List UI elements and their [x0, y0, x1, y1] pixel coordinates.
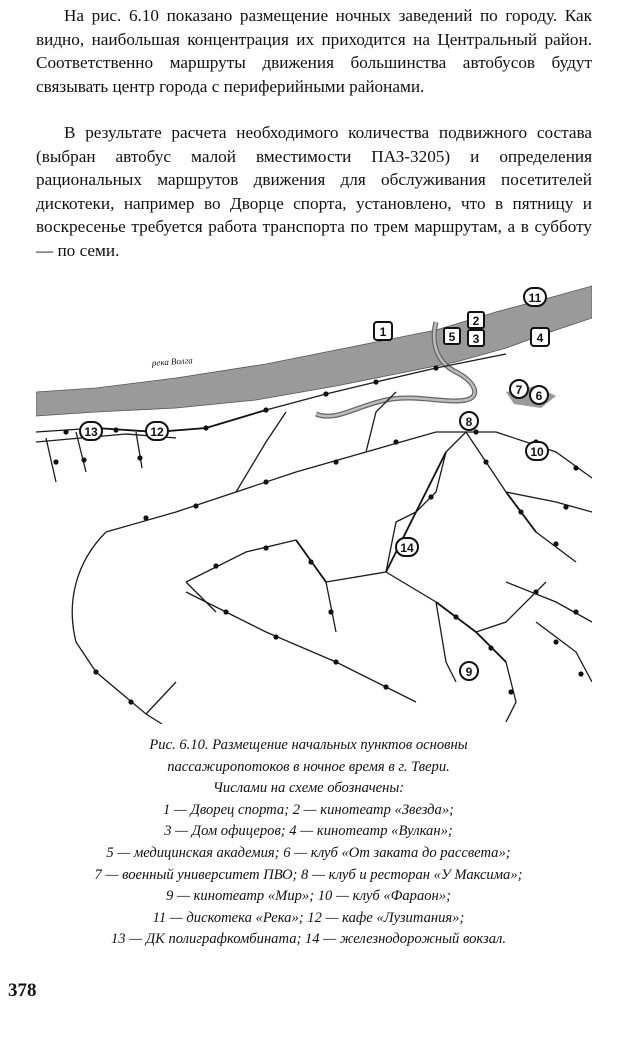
- marker-3: 3: [467, 329, 485, 347]
- svg-text:6: 6: [536, 389, 543, 403]
- volga-river: [36, 285, 592, 417]
- svg-text:14: 14: [400, 541, 414, 555]
- paragraph-2: В результате расчета необходимого количе…: [36, 121, 592, 263]
- marker-13: 13: [79, 421, 103, 441]
- svg-text:12: 12: [150, 425, 164, 439]
- caption-line: 11 — дискотека «Река»; 12 — кафе «Лузита…: [152, 909, 465, 926]
- caption-line: 9 — кинотеатр «Мир»; 10 — клуб «Фараон»;: [166, 888, 451, 905]
- marker-1: 1: [373, 321, 393, 341]
- svg-text:8: 8: [466, 415, 473, 429]
- caption-line: Числами на схеме обозначены:: [212, 780, 405, 797]
- svg-text:9: 9: [466, 665, 473, 679]
- svg-text:10: 10: [530, 445, 544, 459]
- caption-line: 1 — Дворец спорта; 2 — кинотеатр «Звезда…: [162, 801, 455, 818]
- tributary-river-inner: [315, 321, 476, 418]
- paragraph-1-text: На рис. 6.10 показано размещение ночных …: [36, 6, 592, 96]
- svg-text:1: 1: [380, 325, 387, 339]
- city-route-map: 1 2 3 4 5 6 7 8 9 10 11 12 13 14 река Во…: [36, 285, 592, 724]
- page-number: 378: [8, 980, 37, 1001]
- caption-line: пассажиропотоков в ночное время в г. Тве…: [167, 758, 450, 775]
- marker-12: 12: [145, 421, 169, 441]
- marker-9: 9: [459, 661, 479, 681]
- bus-routes: [95, 409, 537, 663]
- bus-stops: [53, 365, 584, 705]
- svg-text:3: 3: [473, 332, 480, 346]
- svg-text:7: 7: [516, 383, 523, 397]
- marker-2: 2: [467, 311, 485, 329]
- caption-line: 13 — ДК полиграфкомбината; 14 — железнод…: [110, 931, 507, 948]
- marker-7: 7: [509, 379, 529, 399]
- caption-line: 5 — медицинская академия; 6 — клуб «От з…: [106, 844, 511, 861]
- caption-line: 3 — Дом офицеров; 4 — кинотеатр «Вулкан»…: [164, 823, 453, 840]
- marker-11: 11: [523, 287, 547, 307]
- marker-10: 10: [525, 441, 549, 461]
- marker-6: 6: [529, 385, 549, 405]
- caption-line: Рис. 6.10. Размещение начальных пунктов …: [149, 737, 468, 753]
- paragraph-1: На рис. 6.10 показано размещение ночных …: [36, 4, 592, 98]
- marker-8: 8: [459, 411, 479, 431]
- svg-text:13: 13: [84, 425, 98, 439]
- svg-text:4: 4: [537, 331, 544, 345]
- svg-text:2: 2: [473, 314, 480, 328]
- road-network: [36, 353, 592, 724]
- river-label: река Волга: [150, 355, 193, 368]
- figure-caption: Рис. 6.10. Размещение начальных пунктов …: [0, 735, 617, 951]
- svg-text:11: 11: [529, 291, 542, 305]
- marker-5: 5: [443, 327, 461, 345]
- caption-line: 7 — военный университет ПВО; 8 — клуб и …: [94, 866, 523, 883]
- marker-4: 4: [530, 327, 550, 347]
- paragraph-2-text: В результате расчета необходимого количе…: [36, 123, 592, 260]
- marker-14: 14: [395, 537, 419, 557]
- svg-text:5: 5: [449, 330, 456, 344]
